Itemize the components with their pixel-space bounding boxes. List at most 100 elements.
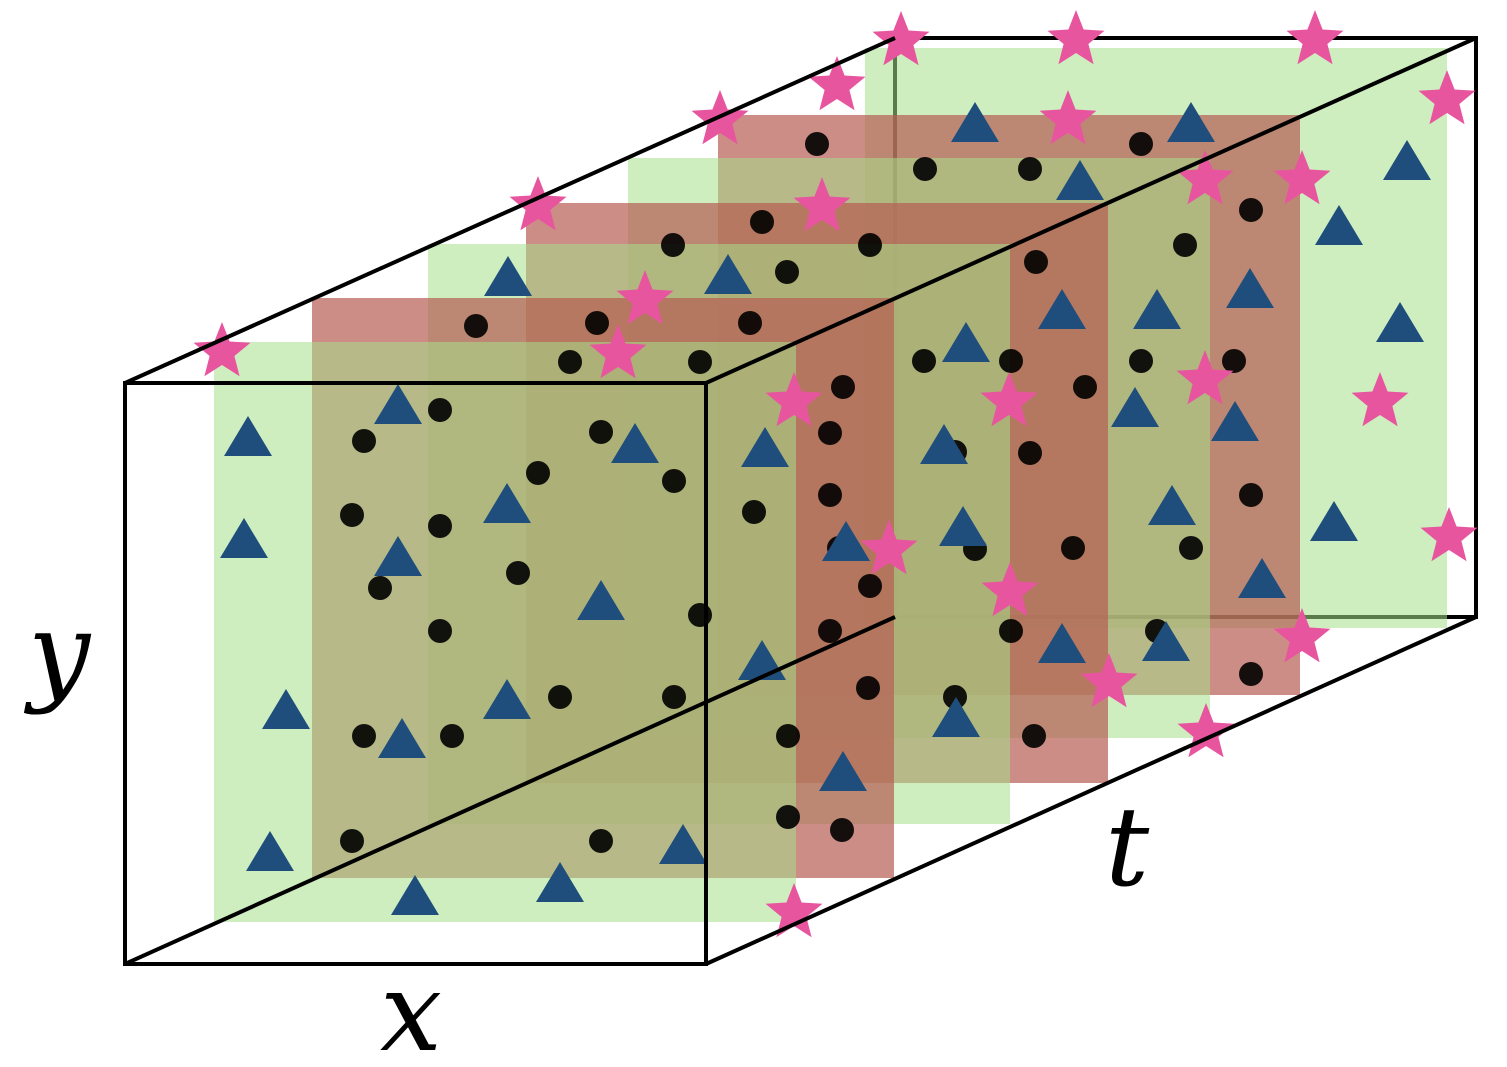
triangle-marker <box>374 536 422 576</box>
star-marker <box>1177 703 1235 758</box>
edge-bottom-right <box>705 615 1477 966</box>
dot-marker <box>688 603 712 627</box>
time-slabs <box>214 48 1447 922</box>
triangle-marker <box>262 689 310 729</box>
dot-marker <box>526 461 550 485</box>
dot-marker <box>1024 250 1048 274</box>
triangle-marker <box>659 824 707 864</box>
dot-marker <box>805 132 829 156</box>
star-marker <box>1286 10 1344 65</box>
dot-marker <box>1018 157 1042 181</box>
triangle-marker <box>1148 485 1196 525</box>
dot-marker <box>428 514 452 538</box>
dot-marker <box>585 311 609 335</box>
triangle-marker <box>611 423 659 463</box>
dot-marker <box>662 469 686 493</box>
front-face <box>123 381 708 966</box>
dot-marker <box>1018 441 1042 465</box>
triangle-marker <box>374 384 422 424</box>
triangle-marker <box>484 256 532 296</box>
star-marker <box>1418 70 1476 125</box>
star-marker <box>616 270 674 325</box>
triangle-marker <box>1038 289 1086 329</box>
triangle-marker <box>1167 102 1215 142</box>
dot-marker <box>858 233 882 257</box>
triangle-marker <box>819 751 867 791</box>
dot-marker <box>464 314 488 338</box>
triangle-marker <box>704 254 752 294</box>
dot-marker <box>428 619 452 643</box>
star-marker <box>1273 150 1331 205</box>
dot-marker <box>688 350 712 374</box>
dot-marker <box>818 619 842 643</box>
dot-marker <box>858 574 882 598</box>
dot-marker <box>589 829 613 853</box>
dot-marker <box>776 805 800 829</box>
edge-top-left <box>124 36 896 385</box>
star-marker <box>765 372 823 427</box>
star-marker <box>872 11 930 66</box>
star-marker <box>980 372 1038 427</box>
star-marker <box>1420 507 1478 562</box>
dot-marker <box>340 829 364 853</box>
dot-marker <box>831 375 855 399</box>
triangle-marker <box>391 875 439 915</box>
triangle-marker <box>741 427 789 467</box>
star-marker <box>1047 10 1105 65</box>
edge-top-right <box>705 36 1477 385</box>
triangle-marker <box>246 831 294 871</box>
triangle-marker <box>224 416 272 456</box>
triangle-marker <box>942 322 990 362</box>
dot-marker <box>1022 724 1046 748</box>
dot-marker <box>750 210 774 234</box>
star-marker <box>193 322 251 377</box>
dot-marker <box>999 619 1023 643</box>
star-marker <box>981 562 1039 617</box>
triangle-marker <box>822 521 870 561</box>
triangle-marker <box>577 580 625 620</box>
dot-marker <box>818 421 842 445</box>
dot-marker <box>856 676 880 700</box>
dot-marker <box>589 420 613 444</box>
triangle-marker <box>220 518 268 558</box>
slab-light-7 <box>214 342 796 922</box>
star-marker <box>1176 150 1234 205</box>
dot-marker <box>999 349 1023 373</box>
dot-marker <box>1129 132 1153 156</box>
star-marker <box>793 177 851 232</box>
triangle-marker <box>536 862 584 902</box>
star-marker <box>808 56 866 111</box>
cube-front-frame <box>123 36 1477 966</box>
dot-marker <box>776 724 800 748</box>
dot-marker <box>368 576 392 600</box>
triangle-marker <box>1056 160 1104 200</box>
dot-marker <box>352 724 376 748</box>
triangle-marker <box>1111 387 1159 427</box>
dot-marker <box>1239 483 1263 507</box>
star-marker <box>765 883 823 938</box>
edge-bottom-left <box>124 615 896 966</box>
star-marker <box>1351 372 1409 427</box>
dot-marker <box>548 685 572 709</box>
triangle-marker <box>378 718 426 758</box>
star-marker <box>1080 653 1138 708</box>
triangle-marker <box>483 483 531 523</box>
star-marker <box>509 176 567 231</box>
dot-marker <box>913 157 937 181</box>
dot-marker <box>428 398 452 422</box>
dot-marker <box>440 724 464 748</box>
dot-marker <box>662 685 686 709</box>
dot-marker <box>1061 536 1085 560</box>
star-marker <box>589 324 647 379</box>
sample-markers <box>193 10 1478 938</box>
dot-marker <box>738 311 762 335</box>
axis-label-y: y <box>23 588 92 716</box>
dot-marker <box>352 429 376 453</box>
dot-marker <box>1239 662 1263 686</box>
dot-marker <box>1179 536 1203 560</box>
dot-marker <box>830 818 854 842</box>
dot-marker <box>1239 198 1263 222</box>
star-marker <box>1176 350 1234 405</box>
star-marker <box>1039 90 1097 145</box>
